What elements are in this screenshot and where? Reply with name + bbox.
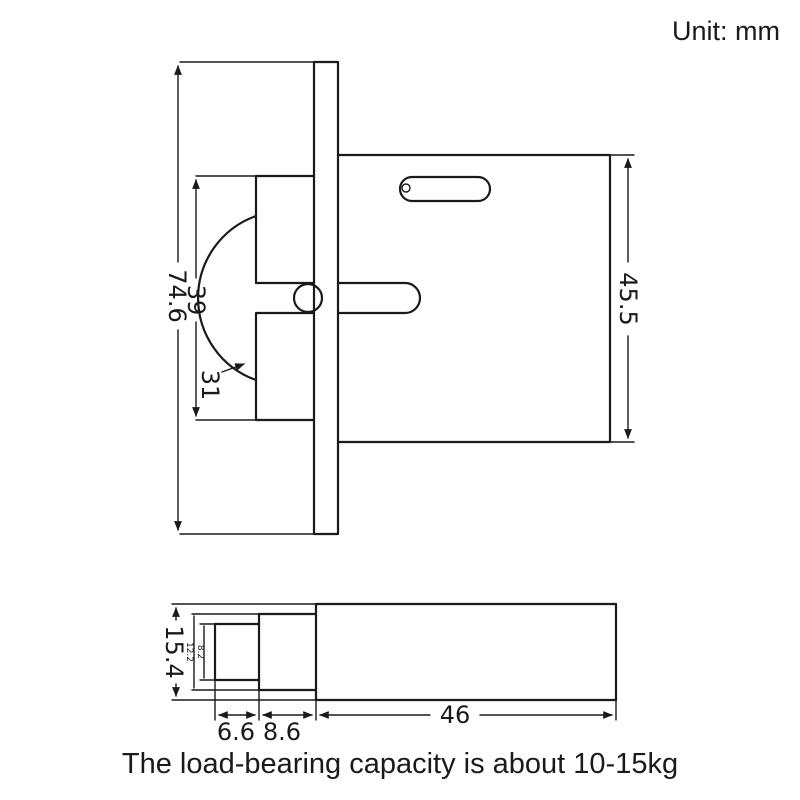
radius-leader [221,363,245,373]
caption: The load-bearing capacity is about 10-15… [121,748,679,780]
dim-side-height: 15.4 [160,625,188,678]
upper-slot [398,175,492,203]
dim-width-2: 8.6 [263,718,301,746]
dim-right-height: 45.5 [614,272,642,325]
middle-slot [336,281,422,315]
side-main-block [314,602,618,702]
vertical-plate [312,60,340,536]
dim-length: 46 [440,701,471,729]
side-view: 15.4 12.2 8.2 6.6 8.6 46 [160,602,618,746]
dim-side-inner-2: 8.2 [195,645,205,659]
left-block-lower [254,311,316,422]
left-block-upper [254,174,316,285]
dim-inner-height: 39 [182,285,210,316]
slot-pin [401,183,411,193]
top-view: 74.6 39 31 45.5 [163,60,642,536]
dim-total-height: 74.6 [163,269,191,322]
bracket-body [336,153,612,444]
swing-arc [196,214,258,382]
dim-radius: 31 [196,370,224,401]
unit-label: Unit: mm [672,16,780,46]
pivot-bolt [292,282,324,314]
dim-side-inner-1: 12.2 [184,642,194,662]
dim-width-1: 6.6 [217,718,255,746]
